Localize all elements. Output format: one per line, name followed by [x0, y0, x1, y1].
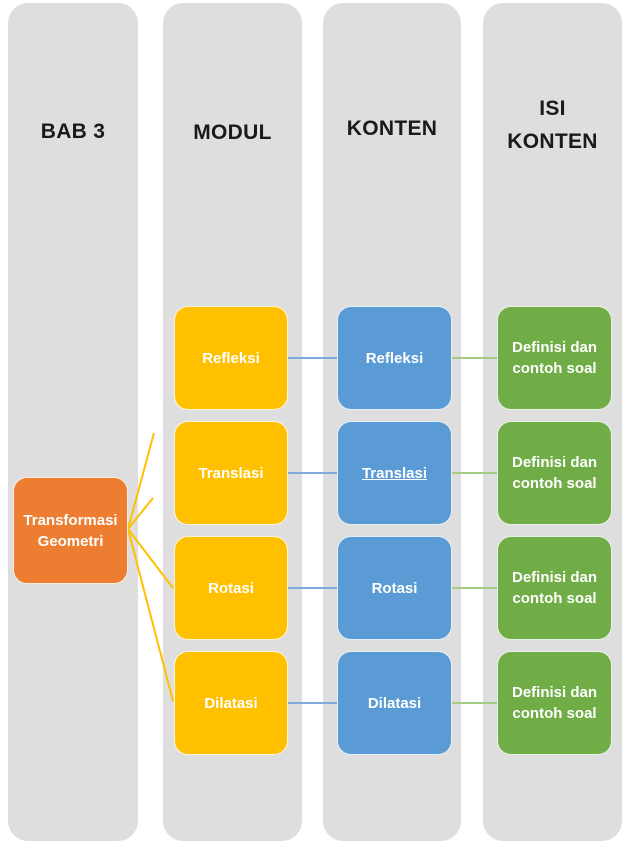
modul-to-konten-connector-row3 [288, 587, 337, 589]
konten-box-rotasi: Rotasi [337, 536, 452, 640]
modul-box-label: Refleksi [202, 349, 260, 367]
modul-to-konten-connector-row1 [288, 357, 337, 359]
isi-box-label: Definisi dan contoh soal [511, 339, 597, 377]
root-box-transformasi-geometri: Transformasi Geometri [13, 477, 128, 584]
konten-to-isi-connector-row1 [452, 357, 497, 359]
column-header-isi-konten: ISI KONTEN [507, 97, 598, 153]
konten-to-isi-connector-row2 [452, 472, 497, 474]
konten-box-label: Dilatasi [367, 694, 422, 712]
konten-box-label: Rotasi [371, 579, 418, 597]
konten-box-label: Refleksi [365, 349, 424, 367]
modul-box-label: Dilatasi [204, 694, 258, 712]
column-header-bab3: BAB 3 [40, 120, 106, 143]
konten-box-label-underlined: Translasi [361, 464, 428, 482]
root-box-label: Transformasi Geometri [23, 511, 118, 550]
isi-box-label: Definisi dan contoh soal [511, 454, 597, 492]
isi-box-label: Definisi dan contoh soal [511, 569, 597, 607]
konten-to-isi-connector-row3 [452, 587, 497, 589]
isi-box-row4: Definisi dan contoh soal [497, 651, 612, 755]
modul-to-konten-connector-row2 [288, 472, 337, 474]
isi-box-label: Definisi dan contoh soal [511, 684, 597, 722]
column-header-konten: KONTEN [346, 117, 438, 140]
konten-box-translasi: Translasi [337, 421, 452, 525]
modul-to-konten-connector-row4 [288, 702, 337, 704]
modul-box-label: Translasi [198, 464, 264, 482]
isi-box-row2: Definisi dan contoh soal [497, 421, 612, 525]
isi-box-row3: Definisi dan contoh soal [497, 536, 612, 640]
konten-box-dilatasi: Dilatasi [337, 651, 452, 755]
modul-box-dilatasi: Dilatasi [174, 651, 288, 755]
konten-to-isi-connector-row4 [452, 702, 497, 704]
konten-box-refleksi: Refleksi [337, 306, 452, 410]
modul-box-translasi: Translasi [174, 421, 288, 525]
isi-box-row1: Definisi dan contoh soal [497, 306, 612, 410]
column-header-modul: MODUL [193, 121, 272, 144]
modul-box-rotasi: Rotasi [174, 536, 288, 640]
modul-box-refleksi: Refleksi [174, 306, 288, 410]
modul-box-label: Rotasi [208, 579, 254, 597]
column-bab3: BAB 3 [8, 3, 138, 841]
